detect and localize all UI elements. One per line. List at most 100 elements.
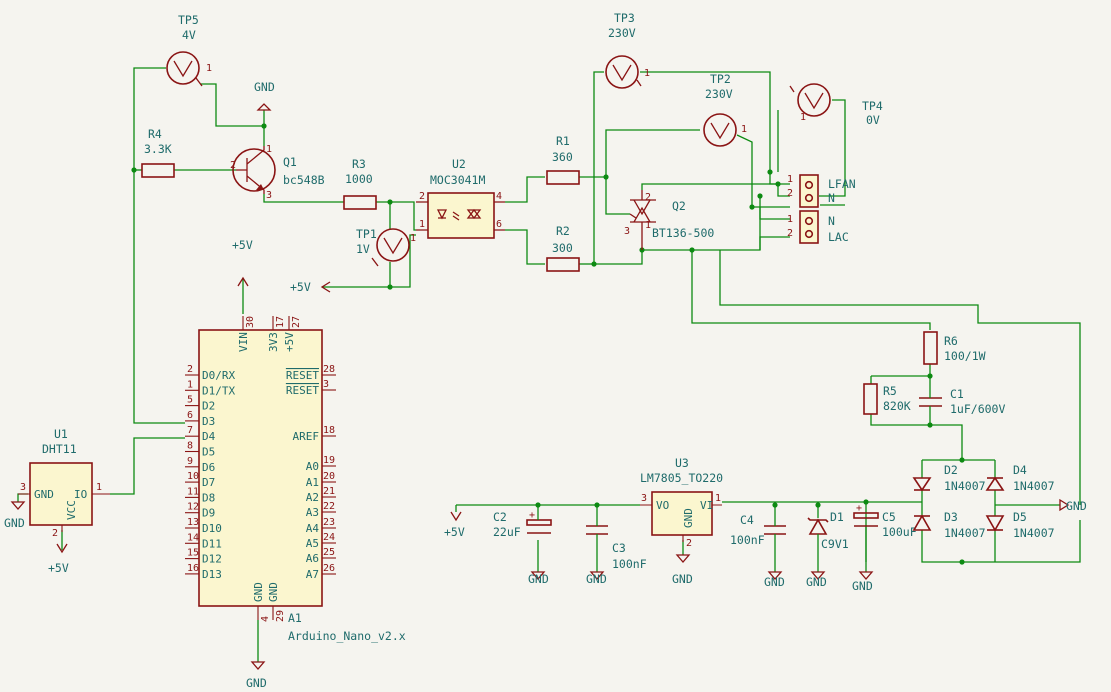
tp4-ref: TP4 [862, 99, 883, 113]
gnd-label-u3: GND [672, 572, 693, 586]
arduino-pin-number: 4 [260, 616, 271, 622]
d2-diode[interactable]: D2 1N4007 [912, 463, 986, 493]
u2-pin6: 6 [496, 219, 502, 230]
fan-label-n: N [828, 191, 835, 205]
tp5-voltmeter[interactable]: TP5 4V [166, 13, 203, 87]
r2-value: 300 [552, 241, 573, 255]
r5-value: 820K [883, 399, 911, 413]
gnd-label-c3: GND [586, 572, 607, 586]
arduino-pin-number: 23 [323, 517, 335, 528]
r1-resistor[interactable]: R1 360 [546, 134, 580, 185]
r6-resistor[interactable]: R6 100/1W [923, 331, 986, 365]
d3-diode[interactable]: D3 1N4007 [912, 510, 986, 540]
r3-resistor[interactable]: R3 1000 [343, 157, 377, 210]
arduino-pin-name: A0 [306, 460, 319, 473]
arduino-pin-number: 26 [323, 563, 335, 574]
arduino-pin-number: 16 [187, 563, 199, 574]
d4-diode[interactable]: D4 1N4007 [985, 463, 1055, 493]
arduino-pin-name: A3 [306, 506, 319, 519]
u1-value: DHT11 [42, 442, 77, 456]
mains-connector[interactable]: 1 2 N LAC [787, 210, 849, 244]
mains-pin1: 1 [787, 214, 793, 225]
u3-pin2: 2 [686, 538, 692, 549]
c4-capacitor[interactable]: C4 100nF [730, 513, 786, 547]
arduino-pin-number: 2 [187, 364, 193, 375]
u2-pin4: 4 [496, 191, 502, 202]
d1-zener[interactable]: D1 C9V1 [807, 510, 849, 551]
d5-diode[interactable]: D5 1N4007 [985, 510, 1055, 540]
arduino-pin-number: 14 [187, 532, 199, 543]
tp3-value: 230V [608, 26, 636, 40]
arduino-pin-name: +5V [283, 332, 296, 352]
arduino-pin-name: GND [267, 582, 280, 602]
c1-capacitor[interactable]: C1 1uF/600V [919, 387, 1005, 416]
c2-value: 22uF [493, 525, 521, 539]
dht11-pin2: 2 [52, 528, 58, 539]
gnd-label-dht: GND [4, 516, 25, 530]
tp1-value: 1V [356, 242, 370, 256]
arduino-pin-name: VIN [237, 332, 250, 352]
fan-pin2: 2 [787, 188, 793, 199]
tp2-value: 230V [705, 87, 733, 101]
arduino-pin-number: 6 [187, 410, 193, 421]
q1-transistor[interactable]: Q1 bc548B 1 2 3 [230, 144, 325, 201]
c5-capacitor[interactable]: + C5 100uF [853, 503, 917, 539]
dht11-vcc-label: VCC [65, 500, 78, 520]
c5-plus: + [856, 503, 862, 514]
tp1-ref: TP1 [356, 227, 377, 241]
u2-pin1: 1 [419, 219, 425, 230]
r2-resistor[interactable]: R2 300 [546, 224, 580, 272]
r5-resistor[interactable]: R5 820K [863, 383, 911, 415]
u3-ref: U3 [675, 456, 689, 470]
tp4-pin: 1 [800, 112, 806, 123]
mains-pin2: 2 [787, 228, 793, 239]
c2-capacitor[interactable]: + C2 22uF [493, 510, 552, 539]
arduino-pin-name: RESET [286, 369, 319, 382]
tp-pin-numbers: 1 1 1 1 1 [206, 63, 806, 244]
d1-value: C9V1 [821, 537, 849, 551]
d4-value: 1N4007 [1013, 479, 1055, 493]
q1-value: bc548B [283, 173, 325, 187]
c5-value: 100uF [882, 525, 917, 539]
arduino-pin-name: A7 [306, 568, 319, 581]
c3-capacitor[interactable]: C3 100nF [586, 520, 647, 571]
r4-resistor[interactable]: R4 3.3K [141, 127, 175, 178]
tp5-value: 4V [182, 28, 196, 42]
arduino-pin-name: AREF [293, 430, 320, 443]
tp4-voltmeter[interactable]: TP4 0V [789, 83, 883, 127]
u2-value: MOC3041M [430, 173, 485, 187]
vcc-label-rail: +5V [444, 525, 465, 539]
tp2-voltmeter[interactable]: TP2 230V [703, 72, 737, 147]
arduino-pin-name: D6 [202, 461, 215, 474]
arduino-pin-number: 3 [323, 379, 329, 390]
tp5-ref: TP5 [178, 13, 199, 27]
c5-ref: C5 [882, 510, 896, 524]
u3-value: LM7805_TO220 [640, 471, 723, 485]
arduino-pin-number: 18 [323, 425, 335, 436]
fan-pin1: 1 [787, 174, 793, 185]
r5-ref: R5 [883, 384, 897, 398]
arduino-pin-name: RESET [286, 384, 319, 397]
q2-triac[interactable]: Q2 BT136-500 2 3 1 [624, 190, 714, 250]
u3-regulator[interactable]: VO VI GND 3 1 2 U3 LM7805_TO220 [640, 456, 723, 549]
arduino-pin-name: A6 [306, 552, 319, 565]
vcc-label-arduino: +5V [232, 238, 253, 252]
tp1-voltmeter[interactable]: TP1 1V [356, 227, 410, 267]
u2-ref: U2 [452, 157, 466, 171]
arduino-pin-name: D5 [202, 446, 215, 459]
arduino-pin-number: 9 [187, 456, 193, 467]
fan-connector[interactable]: 1 2 LFAN N [787, 174, 856, 208]
gnd-label-c2: GND [528, 572, 549, 586]
tp3-ref: TP3 [614, 11, 635, 25]
tp3-voltmeter[interactable]: TP3 230V [605, 11, 642, 89]
a1-ref: A1 [288, 611, 302, 625]
arduino-pin-number: 12 [187, 502, 199, 513]
r6-value: 100/1W [944, 349, 986, 363]
u2-optocoupler[interactable]: U2 MOC3041M 2 1 4 6 [416, 157, 505, 239]
dht11-sensor[interactable]: U1 DHT11 GND IO VCC 3 1 2 [18, 427, 110, 539]
arduino-pin-number: 30 [245, 316, 256, 328]
arduino-pin-number: 17 [275, 316, 286, 328]
gnd-label-q1: GND [254, 80, 275, 94]
